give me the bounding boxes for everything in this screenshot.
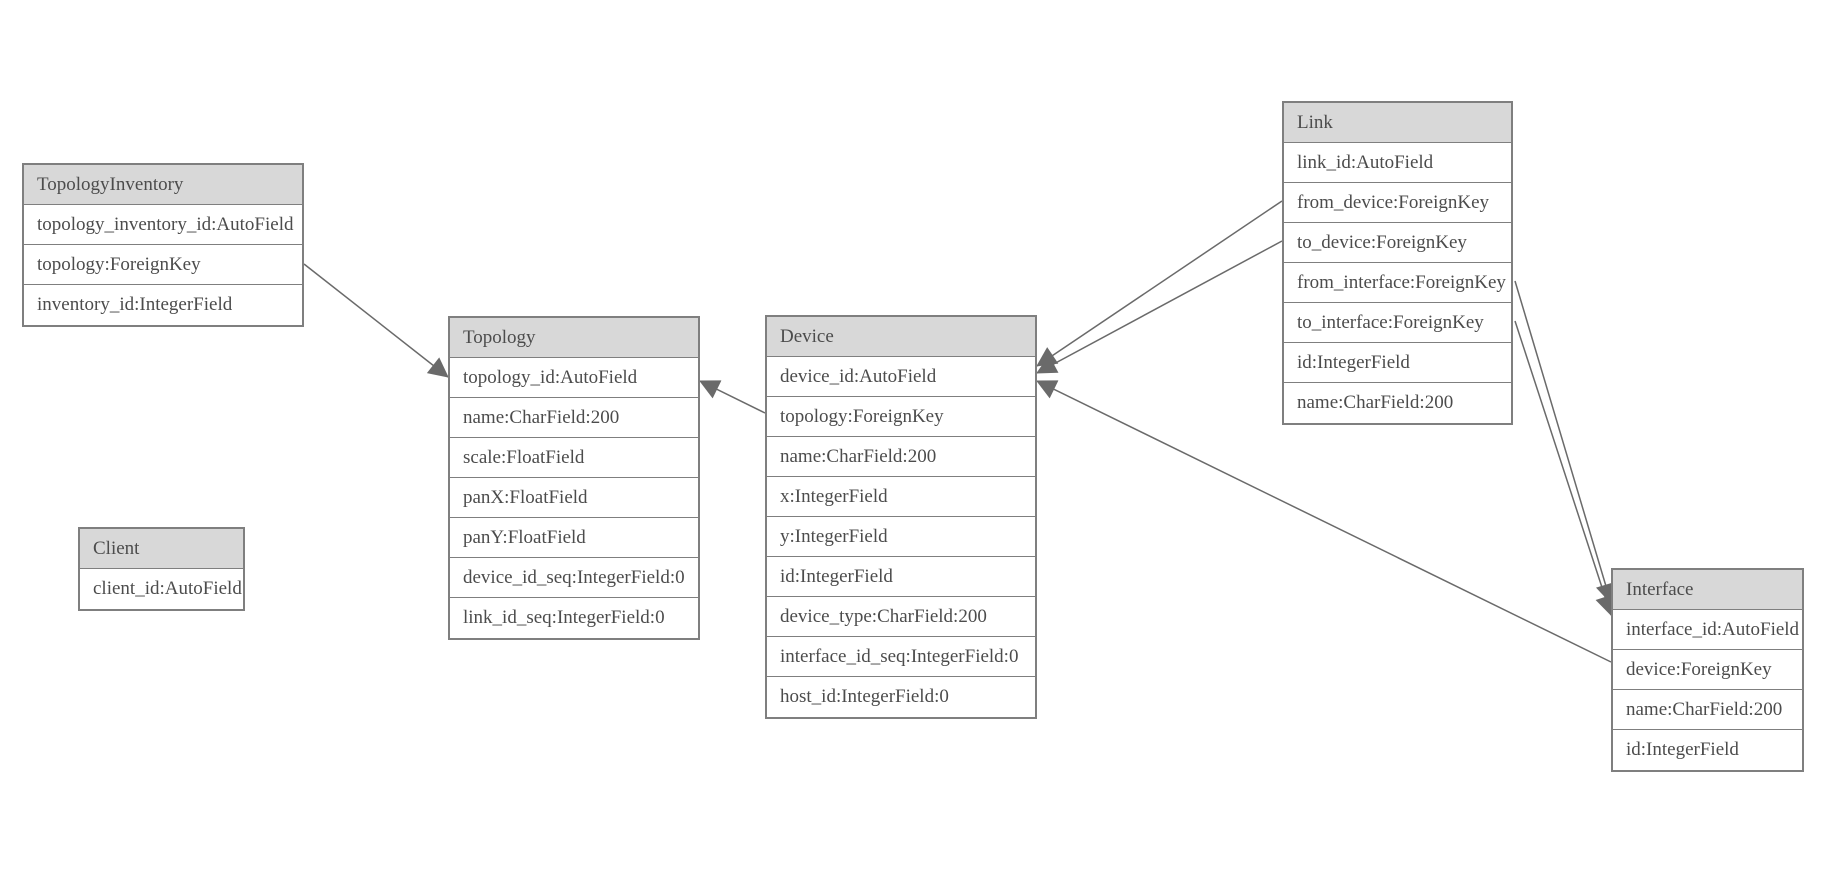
table-field: panX:FloatField xyxy=(450,478,698,518)
table-field: topology_id:AutoField xyxy=(450,358,698,398)
table-field: panY:FloatField xyxy=(450,518,698,558)
table-field: interface_id:AutoField xyxy=(1613,610,1802,650)
table-field: from_device:ForeignKey xyxy=(1284,183,1511,223)
table-field: device_type:CharField:200 xyxy=(767,597,1035,637)
entity-table-link: Link link_id:AutoField from_device:Forei… xyxy=(1282,101,1513,425)
entity-table-device: Device device_id:AutoField topology:Fore… xyxy=(765,315,1037,719)
edge-link-frominterface-interface xyxy=(1514,280,1616,604)
table-field: link_id_seq:IntegerField:0 xyxy=(450,598,698,638)
entity-table-client: Client client_id:AutoField xyxy=(78,527,245,611)
table-field: name:CharField:200 xyxy=(450,398,698,438)
table-field: id:IntegerField xyxy=(1613,730,1802,770)
table-field: host_id:IntegerField:0 xyxy=(767,677,1035,717)
table-field: link_id:AutoField xyxy=(1284,143,1511,183)
edge-interface-device xyxy=(1036,380,1612,663)
table-field: name:CharField:200 xyxy=(767,437,1035,477)
table-field: interface_id_seq:IntegerField:0 xyxy=(767,637,1035,677)
table-header: Interface xyxy=(1613,570,1802,610)
table-field: device_id_seq:IntegerField:0 xyxy=(450,558,698,598)
table-field: from_interface:ForeignKey xyxy=(1284,263,1511,303)
table-field: to_device:ForeignKey xyxy=(1284,223,1511,263)
table-field: x:IntegerField xyxy=(767,477,1035,517)
edge-device-topology xyxy=(699,380,766,414)
table-field: name:CharField:200 xyxy=(1284,383,1511,423)
table-header: TopologyInventory xyxy=(24,165,302,205)
table-field: inventory_id:IntegerField xyxy=(24,285,302,325)
table-header: Client xyxy=(80,529,243,569)
table-field: client_id:AutoField xyxy=(80,569,243,609)
table-field: id:IntegerField xyxy=(767,557,1035,597)
edge-link-fromdevice-device xyxy=(1036,200,1283,367)
table-field: to_interface:ForeignKey xyxy=(1284,303,1511,343)
table-field: topology:ForeignKey xyxy=(24,245,302,285)
edge-topologyinventory-topology xyxy=(303,263,449,378)
table-field: id:IntegerField xyxy=(1284,343,1511,383)
table-header: Device xyxy=(767,317,1035,357)
entity-table-topology: Topology topology_id:AutoField name:Char… xyxy=(448,316,700,640)
table-field: name:CharField:200 xyxy=(1613,690,1802,730)
table-header: Topology xyxy=(450,318,698,358)
table-field: device_id:AutoField xyxy=(767,357,1035,397)
table-field: topology:ForeignKey xyxy=(767,397,1035,437)
edge-link-tointerface-interface xyxy=(1514,320,1615,616)
table-field: scale:FloatField xyxy=(450,438,698,478)
table-header: Link xyxy=(1284,103,1511,143)
table-field: topology_inventory_id:AutoField xyxy=(24,205,302,245)
entity-table-interface: Interface interface_id:AutoField device:… xyxy=(1611,568,1804,772)
edge-link-todevice-device xyxy=(1036,240,1283,374)
entity-table-topologyinventory: TopologyInventory topology_inventory_id:… xyxy=(22,163,304,327)
table-field: device:ForeignKey xyxy=(1613,650,1802,690)
table-field: y:IntegerField xyxy=(767,517,1035,557)
